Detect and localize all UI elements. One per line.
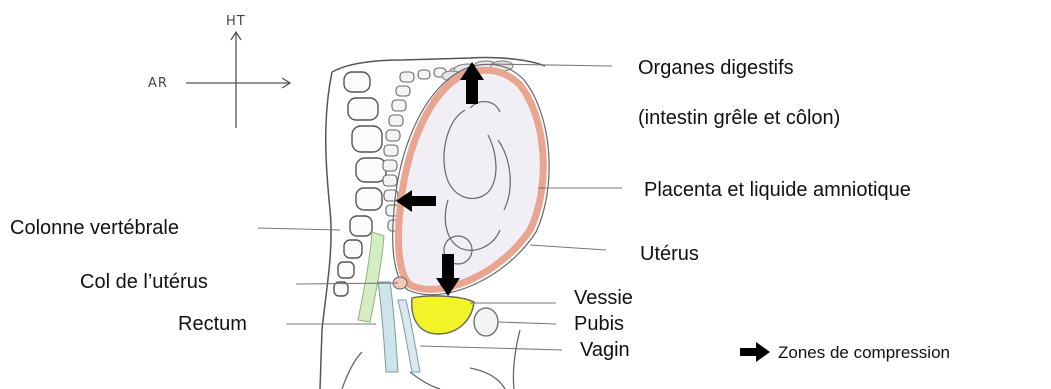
label-pubis: Pubis — [574, 314, 624, 334]
label-rectum: Rectum — [178, 314, 247, 334]
label-digestive-organs: Organes digestifs — [638, 58, 794, 78]
label-bladder: Vessie — [574, 288, 633, 308]
orientation-cross — [186, 32, 290, 128]
label-cervix: Col de l’utérus — [80, 272, 208, 292]
label-placenta: Placenta et liquide amniotique — [644, 180, 911, 200]
label-spine: Colonne vertébrale — [10, 218, 179, 238]
legend-arrow — [740, 342, 770, 362]
orientation-up-label: HT — [226, 14, 246, 29]
bladder-shape — [412, 296, 474, 334]
pubis-shape — [474, 308, 498, 336]
body-outline-legs — [342, 330, 520, 389]
legend-compression-label: Zones de compression — [778, 343, 950, 363]
label-digestive-detail: (intestin grêle et côlon) — [638, 108, 840, 128]
label-uterus: Utérus — [640, 244, 699, 264]
label-vagina: Vagin — [580, 340, 630, 360]
orientation-back-label: AR — [148, 76, 168, 91]
rectum-band — [378, 282, 398, 372]
